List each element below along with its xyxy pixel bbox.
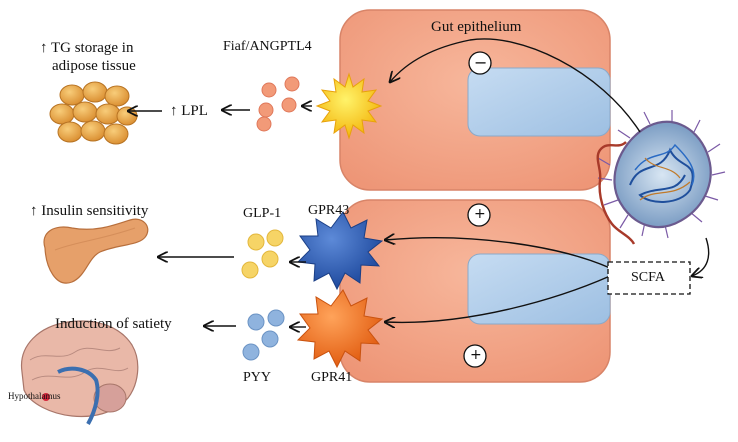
tg-storage-label-line2: adipose tissue (52, 58, 136, 74)
activation-sign-circle-top (467, 203, 491, 227)
pyy-dots (242, 309, 285, 361)
bacterium-illustration (596, 110, 726, 245)
brain-illustration (20, 320, 139, 425)
gut-epithelium-label: Gut epithelium (431, 19, 522, 35)
plus-sign-top: + (474, 206, 486, 222)
inhibition-sign-circle (468, 51, 492, 75)
minus-sign: − (474, 53, 488, 72)
gpr41-receptor (296, 289, 384, 369)
fiaf-secreted-dots (256, 76, 300, 132)
adipocyte-cluster (49, 81, 138, 145)
fiaf-star (315, 72, 383, 140)
bacterium-flagellum (596, 141, 636, 245)
satiety-label: Induction of satiety (55, 316, 172, 332)
pancreas-illustration (43, 218, 149, 284)
tg-storage-label-line1: ↑ TG storage in (40, 40, 134, 56)
nucleus-top (467, 67, 611, 137)
arrow-bacterium-to-scfa (692, 237, 710, 276)
glp1-dots (241, 229, 284, 279)
lpl-label: ↑ LPL (170, 103, 208, 119)
glp1-label: GLP-1 (243, 206, 282, 221)
pyy-label: PYY (243, 370, 272, 385)
plus-sign-bottom: + (470, 347, 482, 363)
gpr43-label: GPR43 (308, 203, 350, 218)
arrow-bacterium-to-fiaf (390, 38, 641, 133)
epithelial-cell-top (339, 9, 611, 191)
insulin-sensitivity-label: ↑ Insulin sensitivity (30, 203, 149, 219)
hypothalamus-label: Hypothalamus (8, 391, 61, 401)
gpr41-label: GPR41 (311, 370, 353, 385)
scfa-box (607, 261, 691, 295)
hypothalamus-marker (42, 393, 50, 401)
gpr43-receptor (296, 211, 384, 291)
scfa-label: SCFA (631, 270, 665, 285)
activation-sign-circle-bottom (463, 344, 487, 368)
arrow-scfa-to-gpr41 (385, 275, 611, 322)
arrow-scfa-to-gpr43 (385, 238, 611, 269)
fiaf-label: Fiaf/ANGPTL4 (223, 39, 312, 54)
